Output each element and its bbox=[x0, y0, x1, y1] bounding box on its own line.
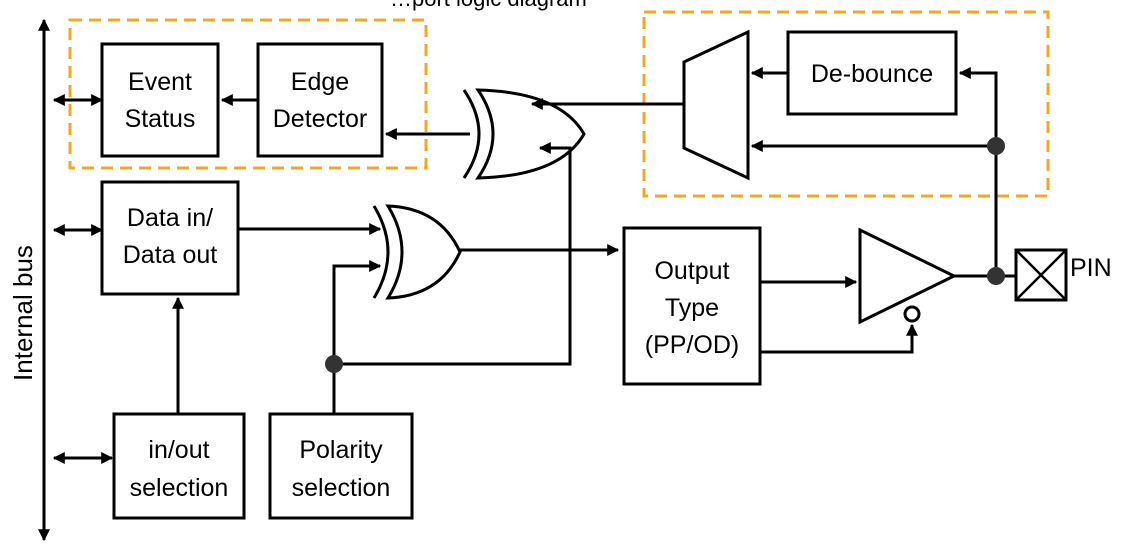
output-enable-wire bbox=[760, 323, 918, 354]
data-io-box: Data in/ Data out bbox=[100, 180, 240, 296]
edge-detector-box: Edge Detector bbox=[256, 42, 384, 158]
edge-detector-label-line2: Detector bbox=[273, 105, 367, 133]
output-type-label-line2: Type bbox=[665, 294, 719, 322]
data-io-label-line1: Data in/ bbox=[127, 204, 213, 232]
buffer-enable-bubble bbox=[903, 305, 921, 323]
data-io-label-line2: Data out bbox=[123, 241, 218, 269]
output-type-box: Output Type (PP/OD) bbox=[622, 226, 762, 386]
junction-dot-debounce bbox=[987, 137, 1005, 155]
pin-icon bbox=[1014, 248, 1068, 302]
xor-gate-top bbox=[462, 88, 586, 180]
multiplexer bbox=[682, 29, 750, 181]
inout-selection-label-line1: in/out bbox=[148, 436, 209, 464]
polarity-selection-box: Polarity selection bbox=[268, 412, 414, 520]
inout-selection-label-line2: selection bbox=[130, 474, 229, 502]
junction-dot-polarity bbox=[325, 355, 343, 373]
junction-dot-pin bbox=[987, 267, 1005, 285]
event-status-box: Event Status bbox=[100, 42, 220, 158]
debounce-box: De-bounce bbox=[786, 30, 958, 116]
event-status-label-line2: Status bbox=[125, 105, 196, 133]
xor-gate-bottom bbox=[372, 204, 462, 300]
internal-bus-label: Internal bus bbox=[8, 245, 38, 381]
polarity-selection-label-line1: Polarity bbox=[299, 436, 383, 464]
pin-to-debounce-wire bbox=[958, 67, 998, 276]
output-type-label-line3: (PP/OD) bbox=[645, 331, 739, 359]
caption-fragment: …port logic diagram bbox=[390, 0, 587, 11]
output-buffer bbox=[858, 227, 958, 325]
debounce-label: De-bounce bbox=[811, 60, 933, 88]
polarity-selection-label-line2: selection bbox=[292, 474, 391, 502]
output-type-label-line1: Output bbox=[654, 257, 729, 285]
inout-selection-box: in/out selection bbox=[112, 412, 246, 520]
pin-label: PIN bbox=[1070, 254, 1112, 282]
event-status-label-line1: Event bbox=[128, 68, 192, 96]
edge-detector-label-line1: Edge bbox=[291, 68, 349, 96]
polarity-to-xor-top-wire bbox=[334, 142, 572, 366]
polarity-to-xor-wire bbox=[332, 260, 382, 414]
